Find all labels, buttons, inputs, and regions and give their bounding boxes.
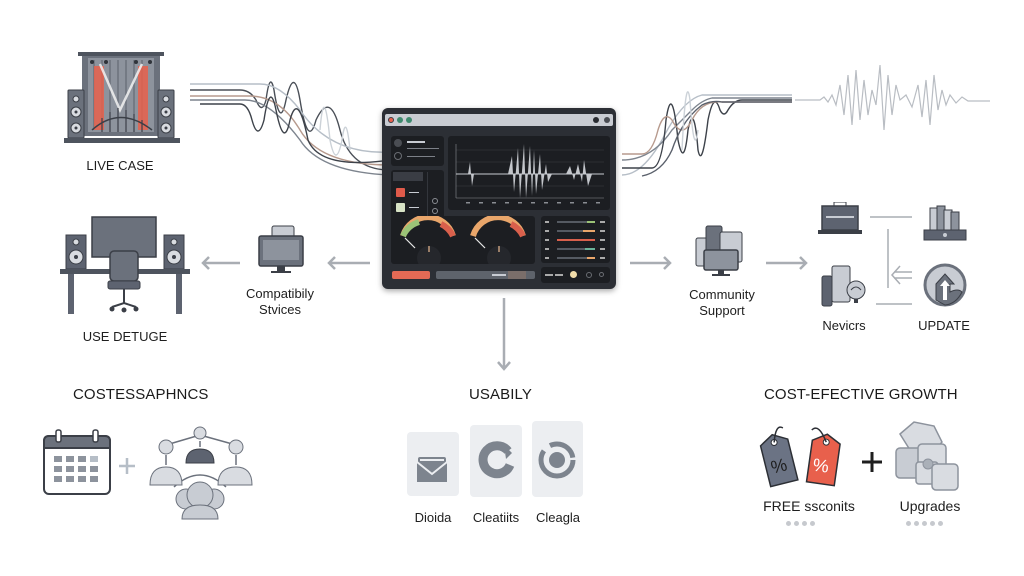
channel-display <box>393 172 423 181</box>
connector-lines <box>866 212 926 312</box>
server-rack-icon <box>922 204 968 242</box>
mute-label <box>409 192 419 193</box>
pager-dot[interactable] <box>794 521 799 526</box>
timeline-scrubber[interactable] <box>436 271 535 279</box>
record-button[interactable] <box>392 271 430 279</box>
waveform-panel <box>448 136 610 210</box>
loop-icon[interactable] <box>394 152 402 160</box>
arrow-down <box>496 298 512 372</box>
compat-label-line2: Stvices <box>259 302 301 317</box>
play-knob[interactable] <box>570 271 577 278</box>
pager-dot[interactable] <box>930 521 935 526</box>
section-heading-left: COSTESSAPHNCS <box>73 386 209 403</box>
discount-tags-icon: % % <box>754 418 850 490</box>
tile-cleatiits[interactable] <box>470 425 522 497</box>
plus-icon-left <box>117 456 137 476</box>
plus-icon-right <box>860 450 884 474</box>
audio-waveform-right <box>790 45 995 135</box>
forward-button[interactable] <box>599 272 604 277</box>
section-heading-center: USABILY <box>469 386 532 403</box>
calendar-icon <box>42 428 112 498</box>
live-case-icon <box>62 50 182 150</box>
upgrades-label: Upgrades <box>899 498 961 514</box>
svg-text:%: % <box>812 455 831 477</box>
settings-dot[interactable] <box>593 117 599 123</box>
record-knob[interactable] <box>394 139 402 147</box>
tile-cleagla[interactable] <box>532 421 583 497</box>
team-network-icon <box>146 425 254 521</box>
track-info-bar <box>407 148 439 149</box>
update-icon <box>922 262 968 308</box>
tile-label-dioida: Dioida <box>414 510 452 525</box>
solo-label <box>409 207 419 208</box>
audio-app-window <box>382 108 616 289</box>
tile-dioida[interactable] <box>407 432 459 496</box>
pan-knob[interactable] <box>432 208 438 214</box>
update-label: UPDATE <box>918 318 970 333</box>
pager-dot[interactable] <box>786 521 791 526</box>
signal-waves-right <box>622 60 792 180</box>
community-label-line1: Community <box>689 287 755 302</box>
workstation-label: USE DETUGE <box>82 329 168 344</box>
solo-button[interactable] <box>396 203 405 212</box>
studio-desk-icon <box>60 215 190 315</box>
channel-strip-3[interactable] <box>545 238 606 242</box>
channel-strip-1[interactable] <box>545 220 606 224</box>
phone-tablet-icon <box>820 264 868 308</box>
mute-button[interactable] <box>396 188 405 197</box>
channel-strip-5[interactable] <box>545 256 606 260</box>
pager-dot[interactable] <box>938 521 943 526</box>
arrow-right-1 <box>628 256 674 270</box>
close-button[interactable] <box>388 117 394 123</box>
tile-label-cleagla: Cleagla <box>535 510 581 525</box>
upgrades-pager[interactable] <box>906 521 943 526</box>
transport-panel <box>391 136 444 166</box>
fx-knob[interactable] <box>432 198 438 204</box>
track-info-bar-2 <box>407 156 435 157</box>
compat-label-line1: Compatibily <box>246 286 314 301</box>
app-titlebar <box>385 114 613 126</box>
stop-button[interactable] <box>586 272 592 278</box>
free-discounts-label: FREE ssconits <box>763 498 855 514</box>
devices-label: Nevicrs <box>822 318 866 333</box>
pager-dot[interactable] <box>906 521 911 526</box>
minimize-button[interactable] <box>397 117 403 123</box>
arrow-right-2 <box>764 256 810 270</box>
free-discounts-pager[interactable] <box>786 521 815 526</box>
pager-dot[interactable] <box>914 521 919 526</box>
upgrade-blocks-icon <box>892 418 964 492</box>
community-label-line2: Support <box>699 303 745 318</box>
refresh-ring-icon <box>478 441 515 479</box>
pager-dot[interactable] <box>802 521 807 526</box>
signal-waves-left <box>190 60 390 180</box>
channel-strip-2[interactable] <box>545 229 606 233</box>
maximize-button[interactable] <box>406 117 412 123</box>
mixer-channels-panel <box>541 216 610 263</box>
live-case-label: LIVE CASE <box>86 158 154 173</box>
arrow-left-2 <box>326 256 372 270</box>
channel-strip-4[interactable] <box>545 247 606 251</box>
svg-text:%: % <box>769 454 789 477</box>
devices-icon <box>694 222 746 278</box>
transport-controls <box>541 267 610 283</box>
pager-dot[interactable] <box>810 521 815 526</box>
track-name-bar <box>407 141 425 143</box>
circle-ring-icon <box>538 441 576 479</box>
monitor-icon <box>256 224 306 274</box>
vu-meter-panel <box>391 216 535 264</box>
pager-dot[interactable] <box>922 521 927 526</box>
section-heading-right: COST-EFECTIVE GROWTH <box>764 386 958 403</box>
divider <box>427 172 428 230</box>
tile-label-cleatiits: Cleatiits <box>472 510 520 525</box>
laptop-icon <box>818 202 862 238</box>
envelope-icon <box>416 457 448 482</box>
arrow-left-1 <box>200 256 242 270</box>
menu-dot[interactable] <box>604 117 610 123</box>
